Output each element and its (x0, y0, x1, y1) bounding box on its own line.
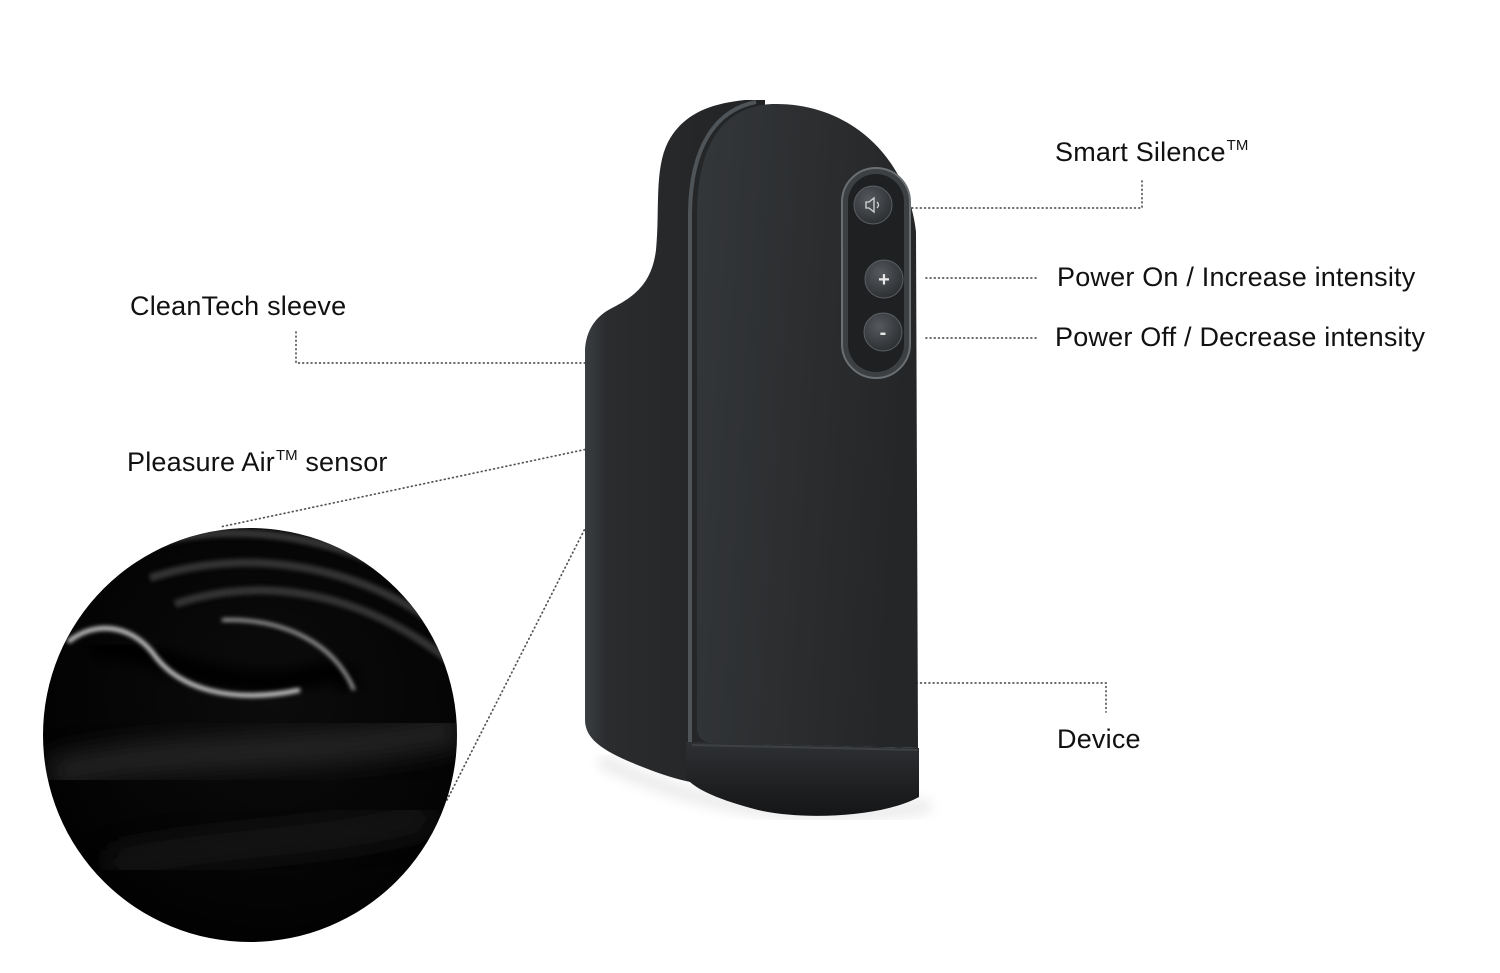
leader-pleasure-air-top (219, 439, 631, 528)
device-base-edge (691, 744, 919, 751)
inset-reflection-mid (45, 711, 457, 792)
increase-button-face (864, 259, 904, 299)
device-seam-edge (688, 100, 757, 742)
label-power-on: Power On / Increase intensity (1057, 262, 1416, 292)
device-base-band (686, 742, 919, 816)
leader-device (865, 682, 1107, 713)
decrease-button: - (863, 312, 903, 352)
smart-silence-tm: TM (1226, 137, 1249, 154)
label-cleantech-sleeve: CleanTech sleeve (130, 291, 347, 321)
inset-lip-shadow (87, 637, 361, 693)
pleasure-air-text: Pleasure Air (127, 447, 275, 477)
leader-smart-silence (911, 177, 1143, 209)
leader-cleantech-sleeve (295, 331, 629, 364)
control-buttons: + - (841, 167, 911, 379)
device-shadow (596, 753, 932, 822)
inset-lip-highlight (66, 626, 301, 698)
increase-button: + (864, 259, 904, 299)
decrease-button-face (863, 312, 903, 352)
label-power-off: Power Off / Decrease intensity (1055, 322, 1426, 352)
smart-silence-button (853, 185, 893, 225)
smart-silence-text: Smart Silence (1055, 137, 1226, 167)
label-smart-silence: Smart SilenceTM (1055, 137, 1249, 170)
label-device: Device (1057, 724, 1141, 754)
inset-lip-highlight-right (221, 618, 356, 691)
sensor-zoom-inset (43, 528, 457, 942)
pleasure-air-suffix: sensor (297, 447, 388, 477)
device-illustration: + - (585, 100, 932, 822)
inset-reflection-low (106, 801, 435, 879)
smart-silence-button-face (853, 185, 893, 225)
minus-glyph: - (880, 322, 887, 344)
pleasure-air-tm: TM (275, 447, 298, 464)
speaker-icon (865, 196, 880, 214)
label-pleasure-air: Pleasure AirTM sensor (127, 447, 388, 480)
inset-detail (45, 529, 457, 879)
plus-glyph: + (878, 269, 890, 291)
